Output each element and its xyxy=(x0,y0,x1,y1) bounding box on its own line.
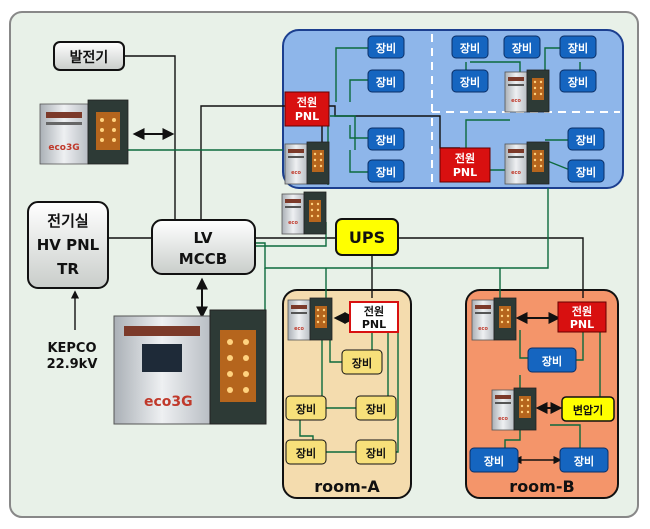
lv-mccb-line-1: LV xyxy=(193,229,212,247)
power-panel-server-right[interactable]: 전원 PNL xyxy=(439,147,491,183)
power-panel-line-1: 전원 xyxy=(364,304,384,318)
equipment-group-room-a: 장비 장비 장비 장비 장비 xyxy=(285,349,397,465)
equipment-box[interactable]: 장비 xyxy=(341,349,383,375)
ups-cabinet-room-b-top xyxy=(471,297,517,341)
equipment-box[interactable]: 장비 xyxy=(367,159,405,183)
ups-node[interactable]: UPS xyxy=(335,218,399,256)
kepco-line-1: KEPCO xyxy=(47,341,96,356)
equipment-label: 장비 xyxy=(460,41,480,55)
power-panel-line-1: 전원 xyxy=(297,95,317,109)
electrical-room-node[interactable]: 전기실 HV PNL TR xyxy=(27,201,109,289)
power-flow-arrows xyxy=(132,128,563,414)
power-panel-server-left[interactable]: 전원 PNL xyxy=(284,91,330,127)
ups-cabinet-central xyxy=(281,191,327,235)
equipment-box[interactable]: 장비 xyxy=(367,127,405,151)
equipment-label: 장비 xyxy=(542,354,562,368)
equipment-label: 장비 xyxy=(460,75,480,89)
generator-node[interactable]: 발전기 xyxy=(53,41,125,71)
transformer-node[interactable]: 변압기 xyxy=(561,396,615,422)
room-b-label: room-B xyxy=(509,477,574,496)
equipment-box[interactable]: 장비 xyxy=(451,35,489,59)
equipment-box[interactable]: 장비 xyxy=(527,347,577,373)
ups-cabinet-room-a xyxy=(287,297,333,341)
transformer-label: 변압기 xyxy=(573,403,603,417)
electrical-room-line-2: HV PNL xyxy=(37,236,100,254)
power-panel-line-2: PNL xyxy=(362,318,386,331)
equipment-group-server: 장비 장비 장비 장비 장비 장비 장비 장비 장비 장비 장비 xyxy=(367,35,605,183)
equipment-box[interactable]: 장비 xyxy=(367,35,405,59)
power-panel-line-1: 전원 xyxy=(455,151,475,165)
svg-text:eco3G: eco3G xyxy=(144,394,193,410)
equipment-label: 장비 xyxy=(352,356,372,370)
equipment-box[interactable]: 장비 xyxy=(355,439,397,465)
ups-cabinet-server-right-mid xyxy=(504,141,550,185)
equipment-box[interactable]: 장비 xyxy=(559,447,609,473)
equipment-box[interactable]: 장비 xyxy=(559,69,597,93)
equipment-box[interactable]: 장비 xyxy=(469,447,519,473)
equipment-label: 장비 xyxy=(484,454,504,468)
equipment-box[interactable]: 장비 xyxy=(567,127,605,151)
equipment-box[interactable]: 장비 xyxy=(567,159,605,183)
equipment-label: 장비 xyxy=(568,75,588,89)
ups-cabinet-server-right-top xyxy=(504,69,550,113)
equipment-label: 장비 xyxy=(376,133,396,147)
equipment-box[interactable]: 장비 xyxy=(367,69,405,93)
equipment-label: 장비 xyxy=(376,75,396,89)
ups-label: UPS xyxy=(349,228,385,247)
kepco-line-2: 22.9kV xyxy=(47,357,98,372)
kepco-label: KEPCO 22.9kV xyxy=(47,341,98,372)
power-panel-line-2: PNL xyxy=(295,110,319,123)
lv-mccb-node[interactable]: LV MCCB xyxy=(151,219,256,275)
equipment-label: 장비 xyxy=(576,133,596,147)
power-panel-line-1: 전원 xyxy=(572,304,592,318)
power-panel-line-2: PNL xyxy=(453,166,477,179)
power-panel-room-b[interactable]: 전원 PNL xyxy=(557,301,607,333)
ups-cabinet-large: eco3G xyxy=(113,309,267,425)
equipment-label: 장비 xyxy=(568,41,588,55)
equipment-box[interactable]: 장비 xyxy=(285,395,327,421)
equipment-label: 장비 xyxy=(366,402,386,416)
lv-mccb-line-2: MCCB xyxy=(179,250,227,268)
ups-cabinet-generator-side xyxy=(39,99,129,165)
equipment-label: 장비 xyxy=(366,446,386,460)
equipment-box[interactable]: 장비 xyxy=(285,439,327,465)
ups-cabinet-server-left xyxy=(284,141,330,185)
equipment-label: 장비 xyxy=(296,402,316,416)
generator-label: 발전기 xyxy=(70,49,109,66)
equipment-group-room-b: 장비 장비 장비 xyxy=(469,347,609,473)
equipment-label: 장비 xyxy=(576,165,596,179)
electrical-room-line-3: TR xyxy=(57,260,79,278)
power-panel-line-2: PNL xyxy=(570,318,594,331)
equipment-label: 장비 xyxy=(296,446,316,460)
equipment-label: 장비 xyxy=(376,41,396,55)
equipment-label: 장비 xyxy=(512,41,532,55)
equipment-box[interactable]: 장비 xyxy=(503,35,541,59)
equipment-label: 장비 xyxy=(574,454,594,468)
ups-cabinet-room-b-mid xyxy=(491,387,537,431)
room-a-label: room-A xyxy=(314,477,380,496)
equipment-box[interactable]: 장비 xyxy=(355,395,397,421)
power-panel-room-a[interactable]: 전원 PNL xyxy=(349,301,399,333)
equipment-box[interactable]: 장비 xyxy=(559,35,597,59)
equipment-label: 장비 xyxy=(376,165,396,179)
equipment-box[interactable]: 장비 xyxy=(451,69,489,93)
electrical-room-line-1: 전기실 xyxy=(47,212,88,230)
